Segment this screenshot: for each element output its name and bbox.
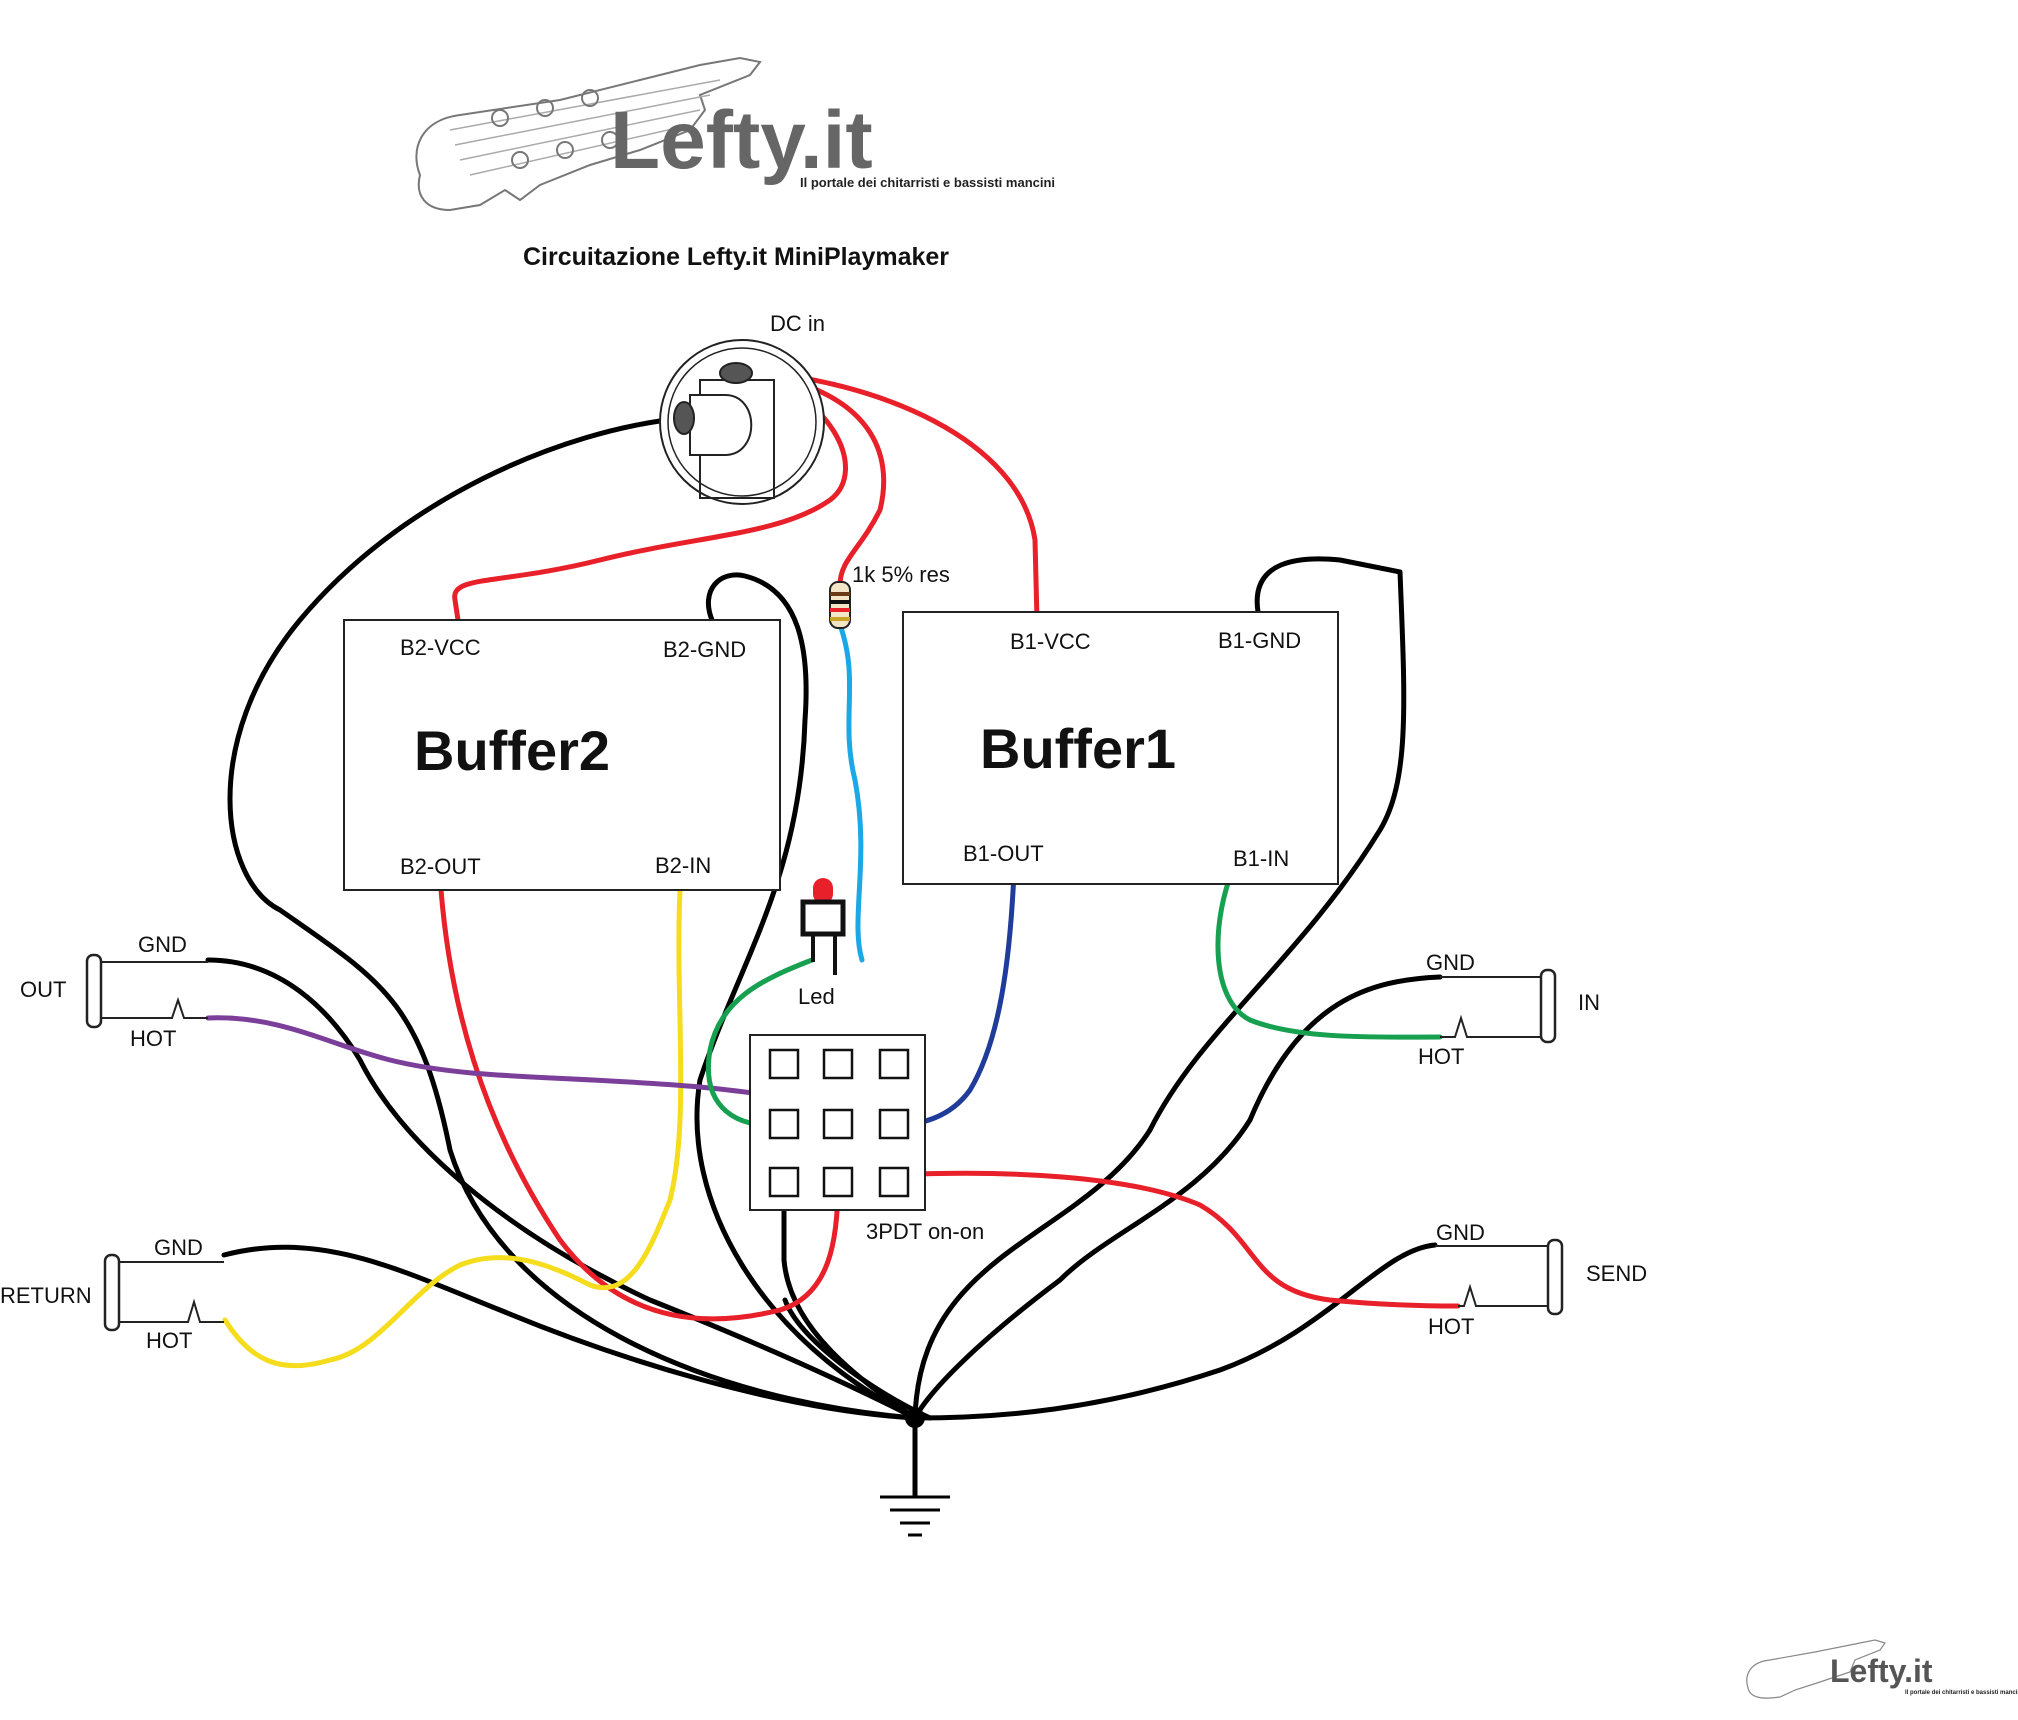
resistor-body <box>829 581 851 629</box>
jack-out: OUT GND HOT <box>20 932 208 1051</box>
ground-node <box>880 1408 950 1537</box>
wire-switch-to-send-hot <box>892 1170 1461 1309</box>
buffer1-outline <box>902 611 1339 885</box>
switch-lug <box>768 1048 800 1080</box>
header-logo: Lefty.it Il portale dei chitarristi e ba… <box>415 56 1055 212</box>
jack-send-body <box>1435 1245 1548 1307</box>
jack-in: IN GND HOT <box>1418 950 1600 1069</box>
dc-jack-ring <box>667 347 817 497</box>
buffer1-vcc-label: B1-VCC <box>1010 629 1091 654</box>
led-label: Led <box>798 984 835 1009</box>
dc-jack-sleeve-lug <box>673 401 695 435</box>
switch-lug <box>878 1048 910 1080</box>
switch-lug <box>822 1108 854 1140</box>
jack-in-gnd: GND <box>1426 950 1475 975</box>
jack-out-body <box>101 961 208 1019</box>
jack-return-hot: HOT <box>146 1328 192 1353</box>
jack-in-body <box>1440 976 1541 1038</box>
led-body <box>800 899 846 937</box>
jack-out-gnd: GND <box>138 932 187 957</box>
resistor-band-2 <box>830 600 850 604</box>
dc-jack-label: DC in <box>770 311 825 336</box>
wire-dc-to-b2-vcc <box>452 367 848 623</box>
buffer2-in-label: B2-IN <box>655 853 711 878</box>
wire-dc-to-resistor <box>737 367 887 588</box>
buffer1-in-label: B1-IN <box>1233 846 1289 871</box>
jack-return-name: RETURN <box>0 1283 92 1308</box>
wire-return-gnd <box>221 1244 918 1421</box>
wires <box>205 367 1461 1498</box>
diagram-title: Circuitazione Lefty.it MiniPlaymaker <box>523 243 949 271</box>
buffer2-vcc-label: B2-VCC <box>400 635 481 660</box>
wire-switch-gnd-1 <box>781 1175 918 1421</box>
buffer2-board: Buffer2 B2-VCC B2-GND B2-OUT B2-IN <box>343 619 781 891</box>
jack-return-sleeve <box>103 1253 121 1332</box>
wire-out-gnd <box>205 957 918 1421</box>
jack-in-sleeve <box>1539 968 1557 1044</box>
buffer2-gnd-label: B2-GND <box>663 637 746 662</box>
dc-jack: DC in <box>659 311 825 505</box>
buffer1-board: Buffer1 B1-VCC B1-GND B1-OUT B1-IN <box>902 611 1339 885</box>
footswitch-3pdt: 3PDT on-on <box>749 1034 984 1244</box>
buffer1-gnd-label: B1-GND <box>1218 628 1301 653</box>
switch-lug <box>822 1166 854 1198</box>
wire-led-to-switch <box>706 957 815 1128</box>
resistor-band-3 <box>830 608 850 612</box>
switch-lug <box>768 1108 800 1140</box>
footer-headstock-outline <box>1746 1639 1886 1699</box>
wire-send-gnd <box>912 1242 1438 1421</box>
jack-send-sleeve <box>1546 1238 1564 1316</box>
wire-out-hot <box>205 1015 833 1121</box>
headstock-outline <box>415 56 762 212</box>
jack-return-body <box>119 1261 224 1323</box>
wire-b1-out <box>892 869 1017 1128</box>
buffer2-title: Buffer2 <box>414 719 610 782</box>
footer-logo: Lefty.it Il portale dei chitarristi e ba… <box>1746 1639 2018 1699</box>
jack-return-gnd: GND <box>154 1235 203 1260</box>
jack-out-sleeve <box>85 953 103 1029</box>
switch-lug <box>878 1166 910 1198</box>
switch-lug <box>878 1108 910 1140</box>
buffer1-out-label: B1-OUT <box>963 841 1044 866</box>
wire-return-hot <box>222 887 684 1369</box>
led: Led <box>798 878 846 1009</box>
jack-send-gnd: GND <box>1436 1220 1485 1245</box>
wire-b1-in <box>1215 859 1443 1040</box>
wire-b1-gnd <box>912 556 1407 1421</box>
switch-lug <box>768 1166 800 1198</box>
resistor-band-1 <box>830 592 850 596</box>
switch-lugs <box>768 1048 910 1198</box>
resistor: 1k 5% res <box>829 562 950 629</box>
buffer2-outline <box>343 619 781 891</box>
footer-logo-tagline: Il portale dei chitarristi e bassisti ma… <box>1905 1690 2018 1696</box>
footer-logo-brand: Lefty.it <box>1830 1653 1933 1689</box>
resistor-label: 1k 5% res <box>852 562 950 587</box>
jack-send-hot: HOT <box>1428 1314 1474 1339</box>
led-dome <box>813 878 833 904</box>
wire-dc-ground <box>227 415 918 1421</box>
star-ground-dot <box>905 1408 925 1428</box>
jack-return: RETURN GND HOT <box>0 1235 224 1353</box>
dc-jack-tip-lug <box>719 362 753 384</box>
logo-tagline: Il portale dei chitarristi e bassisti ma… <box>800 175 1055 190</box>
buffer2-out-label: B2-OUT <box>400 854 481 879</box>
jack-send: SEND GND HOT <box>1428 1220 1647 1339</box>
jack-send-name: SEND <box>1586 1261 1647 1286</box>
jack-in-hot: HOT <box>1418 1044 1464 1069</box>
jack-out-name: OUT <box>20 977 66 1002</box>
wire-switch-gnd-2 <box>782 1297 933 1421</box>
wire-resistor-to-led <box>837 622 865 963</box>
switch-lug <box>822 1048 854 1080</box>
wire-in-gnd <box>912 974 1443 1421</box>
buffer1-title: Buffer1 <box>980 717 1176 780</box>
jack-out-hot: HOT <box>130 1026 176 1051</box>
dc-jack-barrel <box>689 394 753 456</box>
jack-in-name: IN <box>1578 990 1600 1015</box>
logo-brand: Lefty.it <box>610 95 873 186</box>
wire-b2-out <box>438 887 841 1322</box>
resistor-band-4 <box>830 617 850 621</box>
switch-label: 3PDT on-on <box>866 1219 984 1244</box>
